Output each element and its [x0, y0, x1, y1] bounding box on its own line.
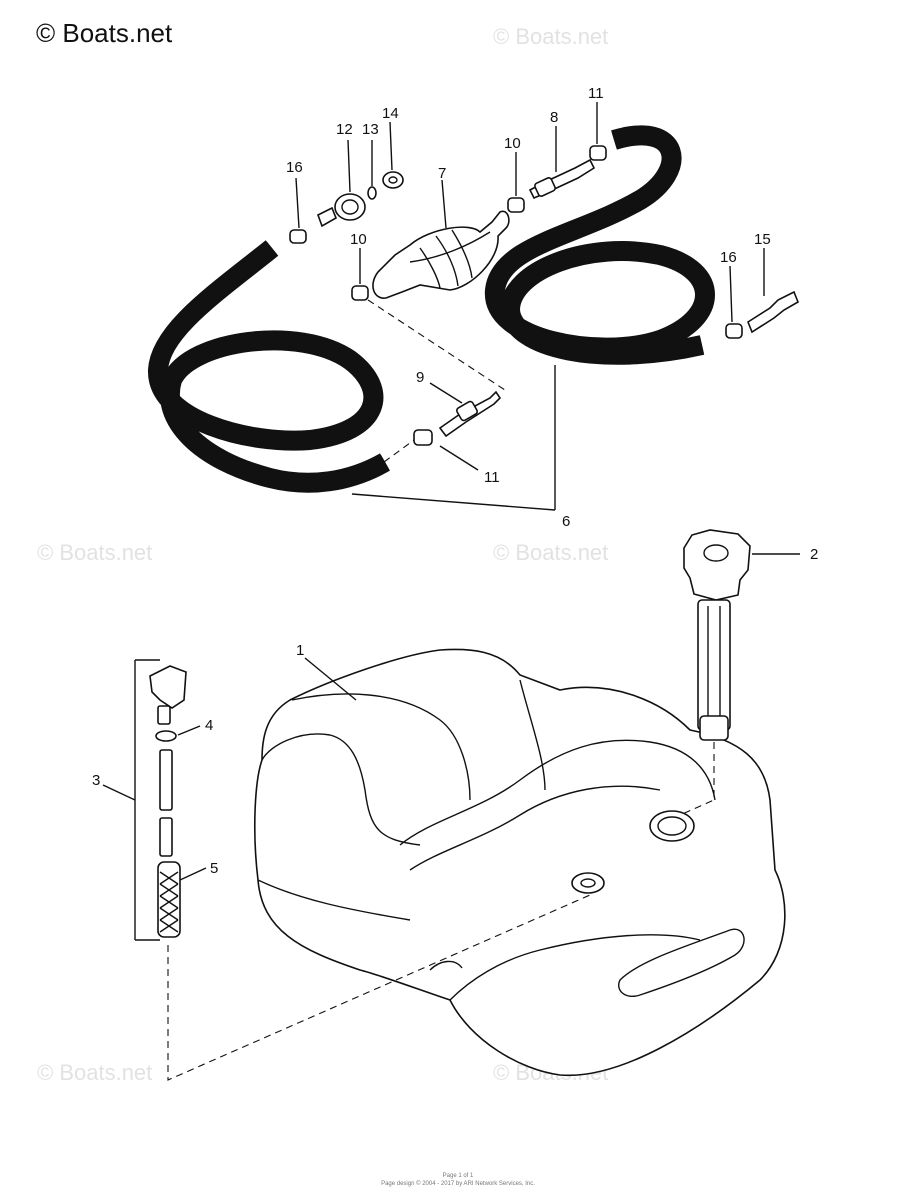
callout-6: 6 [562, 513, 570, 530]
callout-13: 13 [362, 121, 379, 138]
callout-8: 8 [550, 109, 558, 126]
callout-7: 7 [438, 165, 446, 182]
callout-10-upper: 10 [504, 135, 521, 152]
primer-bulb [372, 210, 510, 299]
hose-clamp-16-left [289, 229, 307, 244]
callout-16-right: 16 [720, 249, 737, 266]
callout-2: 2 [810, 546, 818, 563]
fuel-pickup-assembly [134, 659, 187, 941]
check-valve-8 [528, 158, 596, 200]
page-footer: Page 1 of 1 Page design © 2004 - 2017 by… [0, 1172, 916, 1188]
hose-clamp-10-upper [507, 197, 525, 213]
o-ring-13 [367, 186, 377, 200]
callout-11-lower: 11 [484, 469, 500, 486]
fitting-15 [747, 290, 800, 334]
callout-15: 15 [754, 231, 771, 248]
fuel-hose-right-coil [484, 125, 715, 365]
callout-4: 4 [205, 717, 213, 734]
connector-9 [438, 390, 502, 438]
watermark-top-right: © Boats.net [493, 24, 609, 49]
fuel-tank [254, 648, 786, 1077]
callout-12: 12 [336, 121, 353, 138]
callout-3: 3 [92, 772, 100, 789]
callout-5: 5 [210, 860, 218, 877]
watermark-mid-left: © Boats.net [37, 540, 153, 565]
callout-numbers: 16 12 13 14 7 10 8 11 10 16 15 9 11 6 2 … [92, 85, 818, 877]
callout-9: 9 [416, 369, 424, 386]
brand-watermark: © Boats.net [36, 18, 173, 48]
washer-14 [382, 171, 404, 189]
connector-12 [317, 193, 366, 228]
footer-page-count: Page 1 of 1 [442, 1173, 474, 1179]
callout-14: 14 [382, 105, 399, 122]
callout-11-upper: 11 [588, 85, 604, 102]
hose-clamp-10-lower [351, 285, 369, 301]
fuel-hose-left-coil [148, 240, 390, 493]
leader-lines [102, 102, 800, 881]
callout-16-left: 16 [286, 159, 303, 176]
footer-copyright: Page design © 2004 - 2017 by ARI Network… [381, 1181, 535, 1187]
fuel-gauge [683, 529, 751, 741]
watermark-bottom-left: © Boats.net [37, 1060, 153, 1085]
hose-clamp-11-lower [413, 429, 433, 446]
watermark-mid-right: © Boats.net [493, 540, 609, 565]
hose-clamp-16-right [725, 323, 743, 339]
callout-1: 1 [296, 642, 304, 659]
callout-10-lower: 10 [350, 231, 367, 248]
hose-clamp-11-upper [589, 145, 607, 161]
